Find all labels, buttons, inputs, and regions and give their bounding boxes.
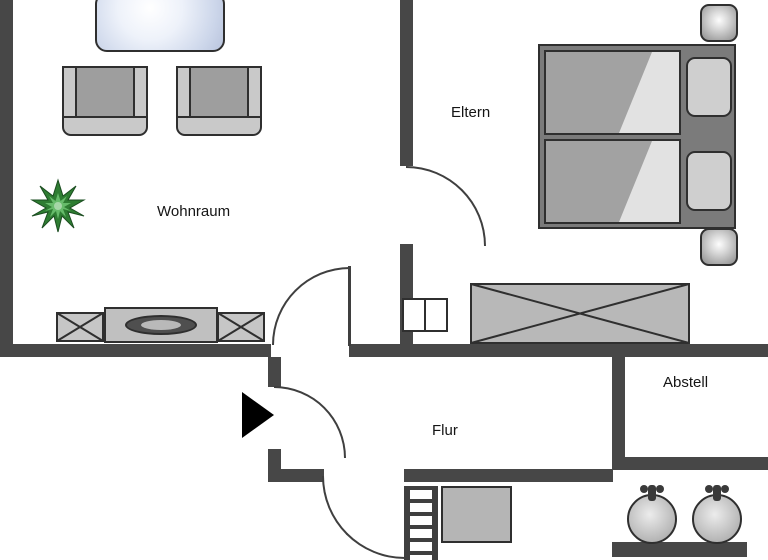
- dining-table: [95, 0, 225, 52]
- wall-flur-bottom-right: [404, 469, 613, 482]
- wall-eltern-bottom: [400, 344, 768, 357]
- bath-counter-edge: [612, 542, 747, 557]
- radiator: [404, 486, 438, 560]
- sideboard-right-box: [217, 312, 265, 342]
- chair-back: [62, 116, 148, 136]
- plant-icon: [30, 178, 86, 234]
- pillow-bottom: [686, 151, 732, 211]
- washbasin-left: [627, 494, 677, 544]
- room-label-abstell: Abstell: [663, 374, 709, 391]
- wall-abstell-bottom: [612, 457, 768, 470]
- blanket-fold: [619, 52, 679, 133]
- wall-flur-bottom-left: [268, 469, 324, 482]
- entrance-arrow-icon: [242, 392, 274, 438]
- chair-seat: [189, 66, 249, 120]
- nightstand-bottom: [700, 228, 738, 266]
- armchair-right: [176, 66, 262, 136]
- sideboard-left-box: [56, 312, 104, 342]
- wall-flur-top-mid: [349, 344, 401, 357]
- nightstand-top: [700, 4, 738, 42]
- appliance: [441, 486, 512, 543]
- tap-icon: [704, 483, 730, 503]
- chair-seat: [75, 66, 135, 120]
- door-leaf-wohnraum: [348, 266, 351, 346]
- wall-divider-top: [400, 0, 413, 166]
- pillow-top: [686, 57, 732, 117]
- door-arc-wohnraum: [272, 267, 350, 345]
- armrest-icon: [133, 66, 148, 120]
- wardrobe: [470, 283, 690, 344]
- door-arc-eltern: [406, 166, 486, 246]
- room-label-wohnraum: Wohnraum: [157, 203, 231, 220]
- mattress-bottom: [544, 139, 681, 224]
- door-arc-entrance: [274, 386, 346, 458]
- shaft-symbol: [402, 298, 448, 332]
- room-label-eltern: Eltern: [451, 104, 491, 121]
- door-arc-bath: [322, 476, 405, 559]
- room-label-flur: Flur: [432, 422, 458, 439]
- wall-abstell-left: [612, 357, 625, 470]
- mattress-top: [544, 50, 681, 135]
- wall-wohnraum-bottom: [0, 344, 271, 357]
- armchair-left: [62, 66, 148, 136]
- sideboard-dish-inner: [141, 320, 181, 330]
- wall-left-outer: [0, 0, 13, 357]
- armrest-icon: [247, 66, 262, 120]
- blanket-fold: [619, 141, 679, 222]
- wall-entrance-upper-stub: [268, 357, 281, 387]
- tap-icon: [639, 483, 665, 503]
- chair-back: [176, 116, 262, 136]
